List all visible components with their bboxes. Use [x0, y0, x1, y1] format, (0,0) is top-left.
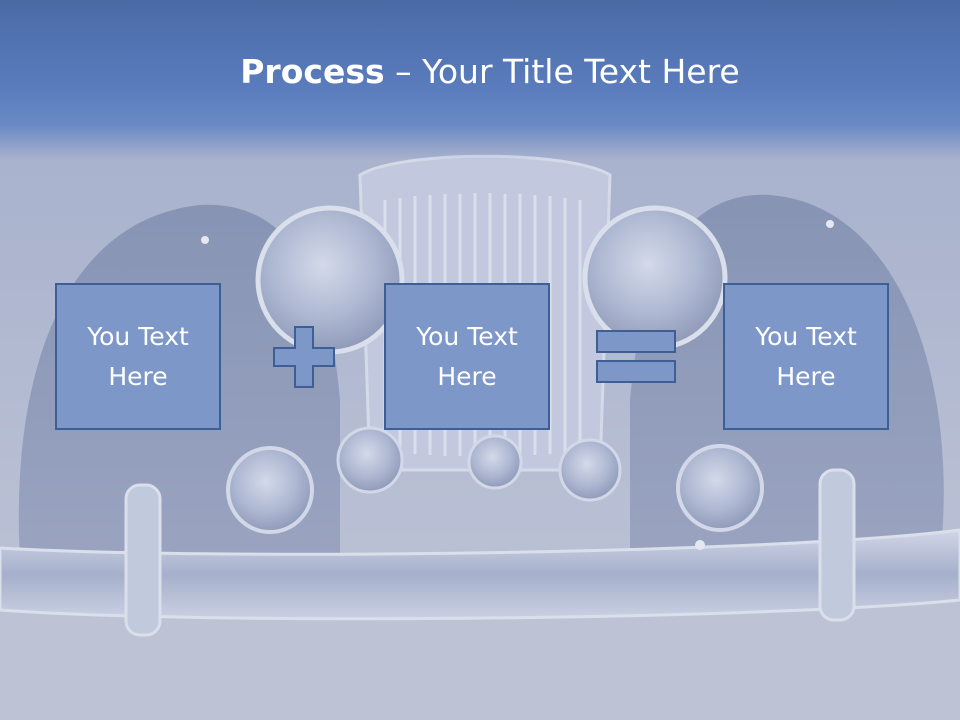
process-box-3-text: You Text Here [755, 321, 857, 391]
slide-title-bold: Process [240, 52, 385, 91]
slide-title: Process – Your Title Text Here [0, 52, 960, 91]
process-box-2[interactable]: You Text Here [384, 283, 550, 430]
process-box-3[interactable]: You Text Here [723, 283, 889, 430]
equals-icon [596, 330, 676, 383]
plus-icon [273, 326, 335, 388]
process-box-1-text: You Text Here [87, 321, 189, 391]
title-band [0, 0, 960, 160]
slide-title-rest: – Your Title Text Here [384, 52, 740, 91]
process-box-1[interactable]: You Text Here [55, 283, 221, 430]
process-box-2-text: You Text Here [416, 321, 518, 391]
